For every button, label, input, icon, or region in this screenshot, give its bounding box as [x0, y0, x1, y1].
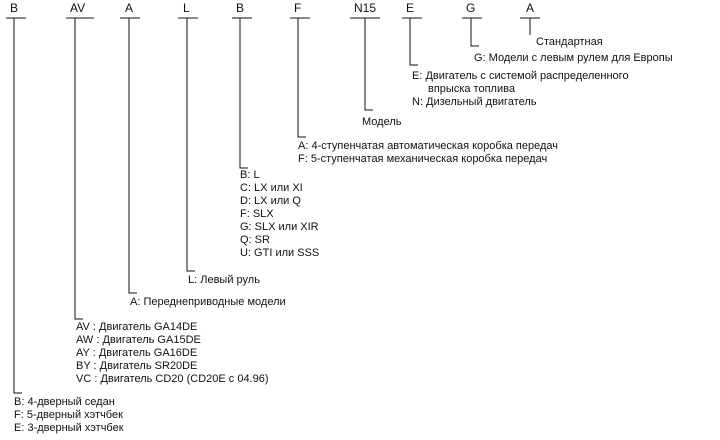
desc-line: E: 3-дверный хэтчбек — [14, 422, 124, 434]
desc-line: Стандартная — [536, 36, 603, 48]
code-market: G — [466, 1, 476, 15]
code-fuel: E — [406, 1, 415, 15]
desc-transmission: A: 4-ступенчатая автоматическая коробка … — [298, 140, 558, 166]
desc-line: F: 5-дверный хэтчбек — [14, 409, 123, 421]
leader-engine — [74, 18, 83, 320]
desc-line: A: Переднеприводные модели — [130, 296, 286, 308]
desc-fuel: E: Двигатель с системой распределенного … — [412, 70, 629, 109]
desc-line: AY : Двигатель GA16DE — [76, 347, 198, 359]
desc-line: G: Модели с левым рулем для Европы — [474, 52, 673, 64]
desc-line: AV : Двигатель GA14DE — [76, 321, 198, 333]
desc-line: B: 4-дверный седан — [14, 396, 115, 408]
desc-line: Q: SR — [240, 234, 270, 246]
desc-line: D: LX или Q — [240, 195, 301, 207]
desc-line: Модель — [362, 116, 402, 128]
code-drive: A — [125, 1, 134, 15]
desc-line: E: Двигатель с системой распределенного — [412, 70, 629, 82]
code-body: B — [10, 1, 19, 15]
desc-line: F: 5-ступенчатая механическая коробка пе… — [298, 153, 548, 165]
code-engine: AV — [70, 1, 86, 15]
code-transmission: F — [294, 1, 302, 15]
code-spec: A — [526, 1, 535, 15]
desc-line: F: SLX — [240, 208, 274, 220]
leader-drive — [128, 18, 137, 294]
desc-engine: AV : Двигатель GA14DE AW : Двигатель GA1… — [76, 321, 269, 386]
desc-market: G: Модели с левым рулем для Европы — [474, 52, 673, 65]
desc-line: AW : Двигатель GA15DE — [76, 334, 201, 346]
leader-fuel — [409, 18, 418, 66]
leader-market — [470, 18, 479, 47]
leader-steering — [186, 18, 195, 272]
desc-line: N: Дизельный двигатель — [412, 96, 537, 108]
desc-line: C: LX или XI — [240, 182, 303, 194]
code-trim: B — [236, 1, 245, 15]
code-model: N15 — [354, 1, 377, 15]
desc-body: B: 4-дверный седан F: 5-дверный хэтчбек … — [14, 396, 124, 435]
leader-transmission — [297, 18, 306, 138]
desc-line: L: Левый руль — [188, 274, 260, 286]
desc-model: Модель — [362, 116, 401, 129]
desc-line: G: SLX или XIR — [240, 221, 319, 233]
desc-drive: A: Переднеприводные модели — [130, 296, 286, 309]
desc-line: впрыска топлива — [428, 83, 515, 95]
desc-trim: B: L C: LX или XI D: LX или Q F: SLX G: … — [240, 169, 319, 260]
leader-trim — [239, 18, 248, 169]
desc-line: BY : Двигатель SR20DE — [76, 360, 198, 372]
desc-line: VC : Двигатель CD20 (CD20E с 04.96) — [76, 373, 269, 385]
desc-line: A: 4-ступенчатая автоматическая коробка … — [298, 140, 559, 152]
code-steering: L — [183, 1, 190, 15]
desc-spec: Стандартная — [536, 36, 603, 49]
desc-line: B: L — [240, 169, 260, 181]
desc-steering: L: Левый руль — [188, 274, 260, 287]
desc-line: U: GTI или SSS — [240, 247, 320, 259]
leader-body — [13, 18, 22, 394]
leader-model — [364, 18, 373, 111]
